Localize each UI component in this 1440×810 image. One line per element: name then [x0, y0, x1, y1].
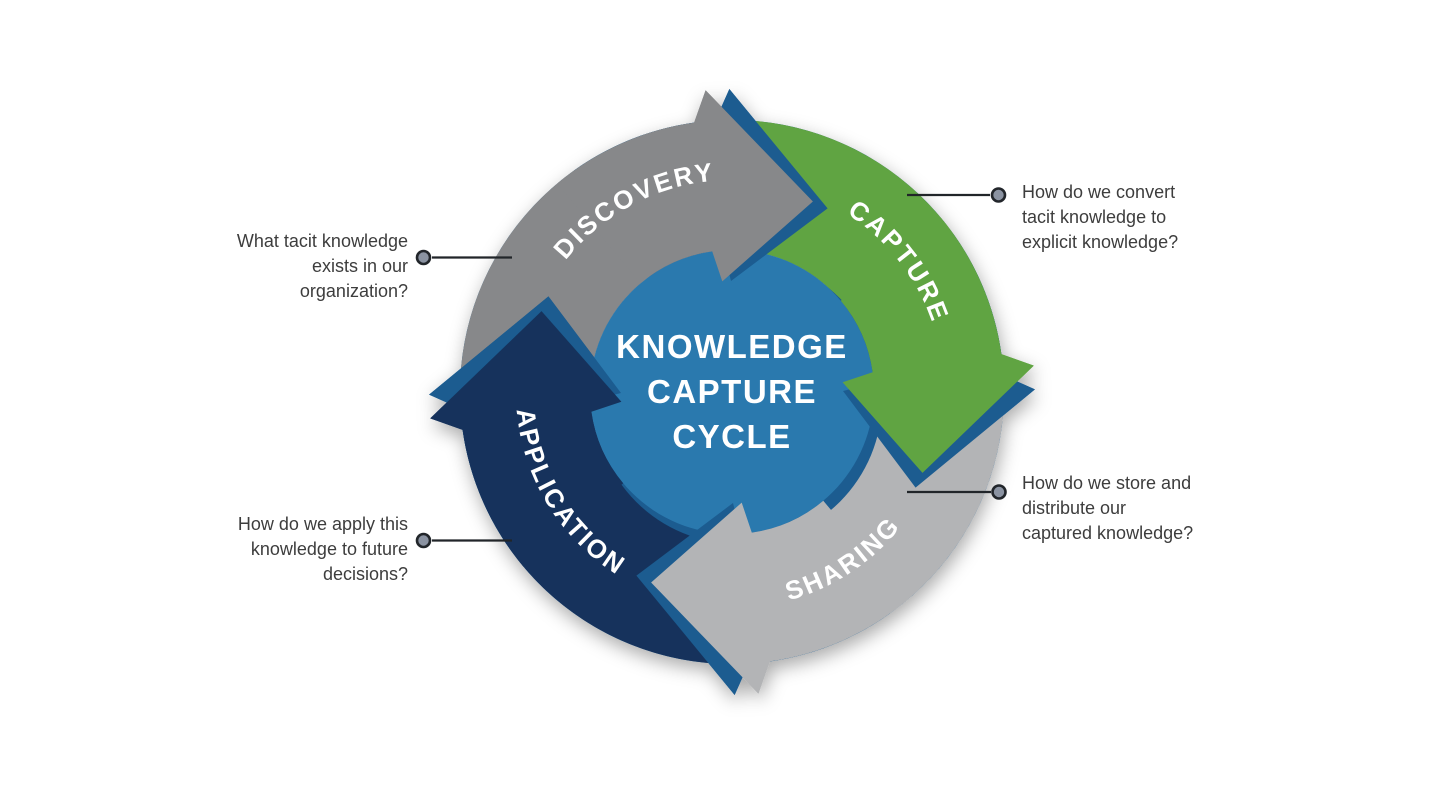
callout-dot-sharing — [992, 485, 1006, 499]
discovery-arrowhead — [557, 90, 813, 284]
callout-line: decisions? — [322, 564, 408, 584]
center-title-line-2: CAPTURE — [647, 373, 817, 410]
callout-line: distribute our — [1022, 498, 1127, 518]
callout-dot-application-ring — [415, 532, 432, 549]
callout-dot-application — [417, 534, 430, 547]
callout-dot-discovery — [417, 251, 430, 264]
callout-dot-sharing-ring — [991, 484, 1007, 500]
callout-text-capture: How do we convert tacit knowledge to exp… — [1022, 180, 1252, 255]
callout-line: tacit knowledge to — [1022, 207, 1167, 227]
callout-line: knowledge to future — [250, 539, 408, 559]
callout-line: How do we convert — [1022, 182, 1176, 202]
callout-line: exists in our — [311, 256, 408, 276]
callout-line: How do we apply this — [237, 514, 408, 534]
callout-line: explicit knowledge? — [1022, 232, 1179, 252]
cycle-ring — [429, 89, 1035, 695]
callout-line: organization? — [299, 281, 408, 301]
callout-text-sharing: How do we store and distribute our captu… — [1022, 471, 1257, 546]
capture-arrowhead — [840, 217, 1034, 473]
application-arrowhead — [430, 311, 624, 567]
callout-text-discovery: What tacit knowledge exists in our organ… — [198, 229, 408, 304]
callout-line: How do we store and — [1022, 473, 1192, 493]
center-title-line-3: CYCLE — [672, 418, 791, 455]
callout-line: captured knowledge? — [1022, 523, 1194, 543]
callout-line: What tacit knowledge — [236, 231, 408, 251]
callout-dot-capture-ring — [990, 187, 1007, 203]
center-circle — [590, 250, 874, 534]
callout-dot-discovery-ring — [415, 249, 432, 266]
callout-text-application: How do we apply this knowledge to future… — [198, 512, 408, 587]
callout-dot-capture — [992, 188, 1005, 202]
center-title-line-1: KNOWLEDGE — [616, 328, 848, 365]
sharing-arrowhead — [651, 500, 907, 694]
